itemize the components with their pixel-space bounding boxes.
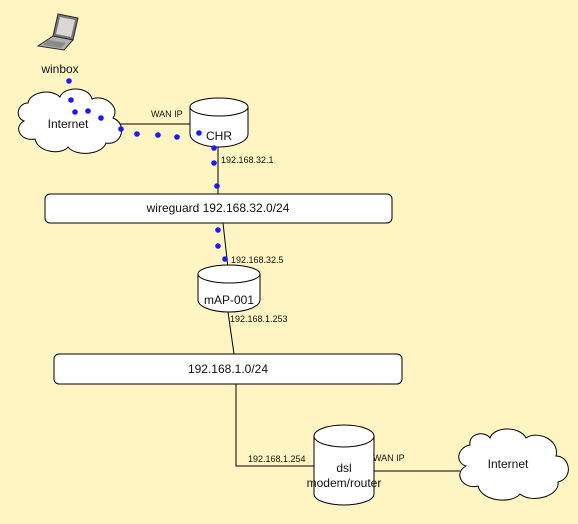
lan-dsl-link — [235, 384, 314, 467]
tunnel-path-dots — [66, 78, 228, 262]
internet-bottom-label: Internet — [488, 457, 529, 471]
chr-label: CHR — [206, 129, 232, 143]
tunnel-dot — [214, 183, 220, 189]
chr-wan-ip-label: WAN IP — [151, 109, 183, 119]
map-wg-ip-label: 192.168.32.5 — [231, 255, 284, 265]
tunnel-dot — [68, 97, 74, 103]
tunnel-dot — [118, 126, 124, 132]
tunnel-dot — [155, 132, 161, 138]
map-001-router[interactable] — [197, 264, 261, 313]
tunnel-dot — [222, 256, 228, 262]
chr-wg-ip-label: 192.168.32.1 — [221, 155, 274, 165]
tunnel-dot — [211, 145, 217, 151]
tunnel-dot — [98, 115, 104, 121]
laptop-icon[interactable] — [36, 13, 79, 51]
map-001-label: mAP-001 — [204, 293, 254, 307]
internet-top-label: Internet — [48, 117, 89, 131]
lan-network-label: 192.168.1.0/24 — [188, 362, 268, 376]
tunnel-dot — [196, 130, 202, 136]
internet-cloud-top[interactable] — [17, 88, 123, 154]
dsl-label-line1: dsl — [336, 461, 351, 475]
dsl-modem-router[interactable] — [313, 424, 375, 506]
laptop-label: winbox — [40, 62, 78, 76]
map-lan-link — [227, 311, 235, 355]
tunnel-dot — [85, 108, 91, 114]
tunnel-dot — [174, 134, 180, 140]
internet-cloud-bottom[interactable] — [458, 428, 569, 501]
dsl-wan-ip-label: WAN IP — [373, 453, 405, 463]
dsl-lan-ip-label: 192.168.1.254 — [248, 454, 306, 464]
tunnel-dot — [72, 109, 78, 115]
chr-router[interactable] — [189, 97, 249, 148]
dsl-label-line2: modem/router — [307, 476, 382, 490]
lan-network-box[interactable] — [53, 353, 403, 385]
tunnel-dot — [66, 78, 72, 84]
wireguard-network-box[interactable] — [44, 193, 393, 224]
tunnel-dot — [134, 131, 140, 137]
wireguard-network-label: wireguard 192.168.32.0/24 — [146, 201, 290, 215]
tunnel-dot — [211, 160, 217, 166]
map-lan-ip-label: 192.168.1.253 — [230, 314, 288, 324]
tunnel-dot — [215, 243, 221, 249]
tunnel-dot — [215, 227, 221, 233]
